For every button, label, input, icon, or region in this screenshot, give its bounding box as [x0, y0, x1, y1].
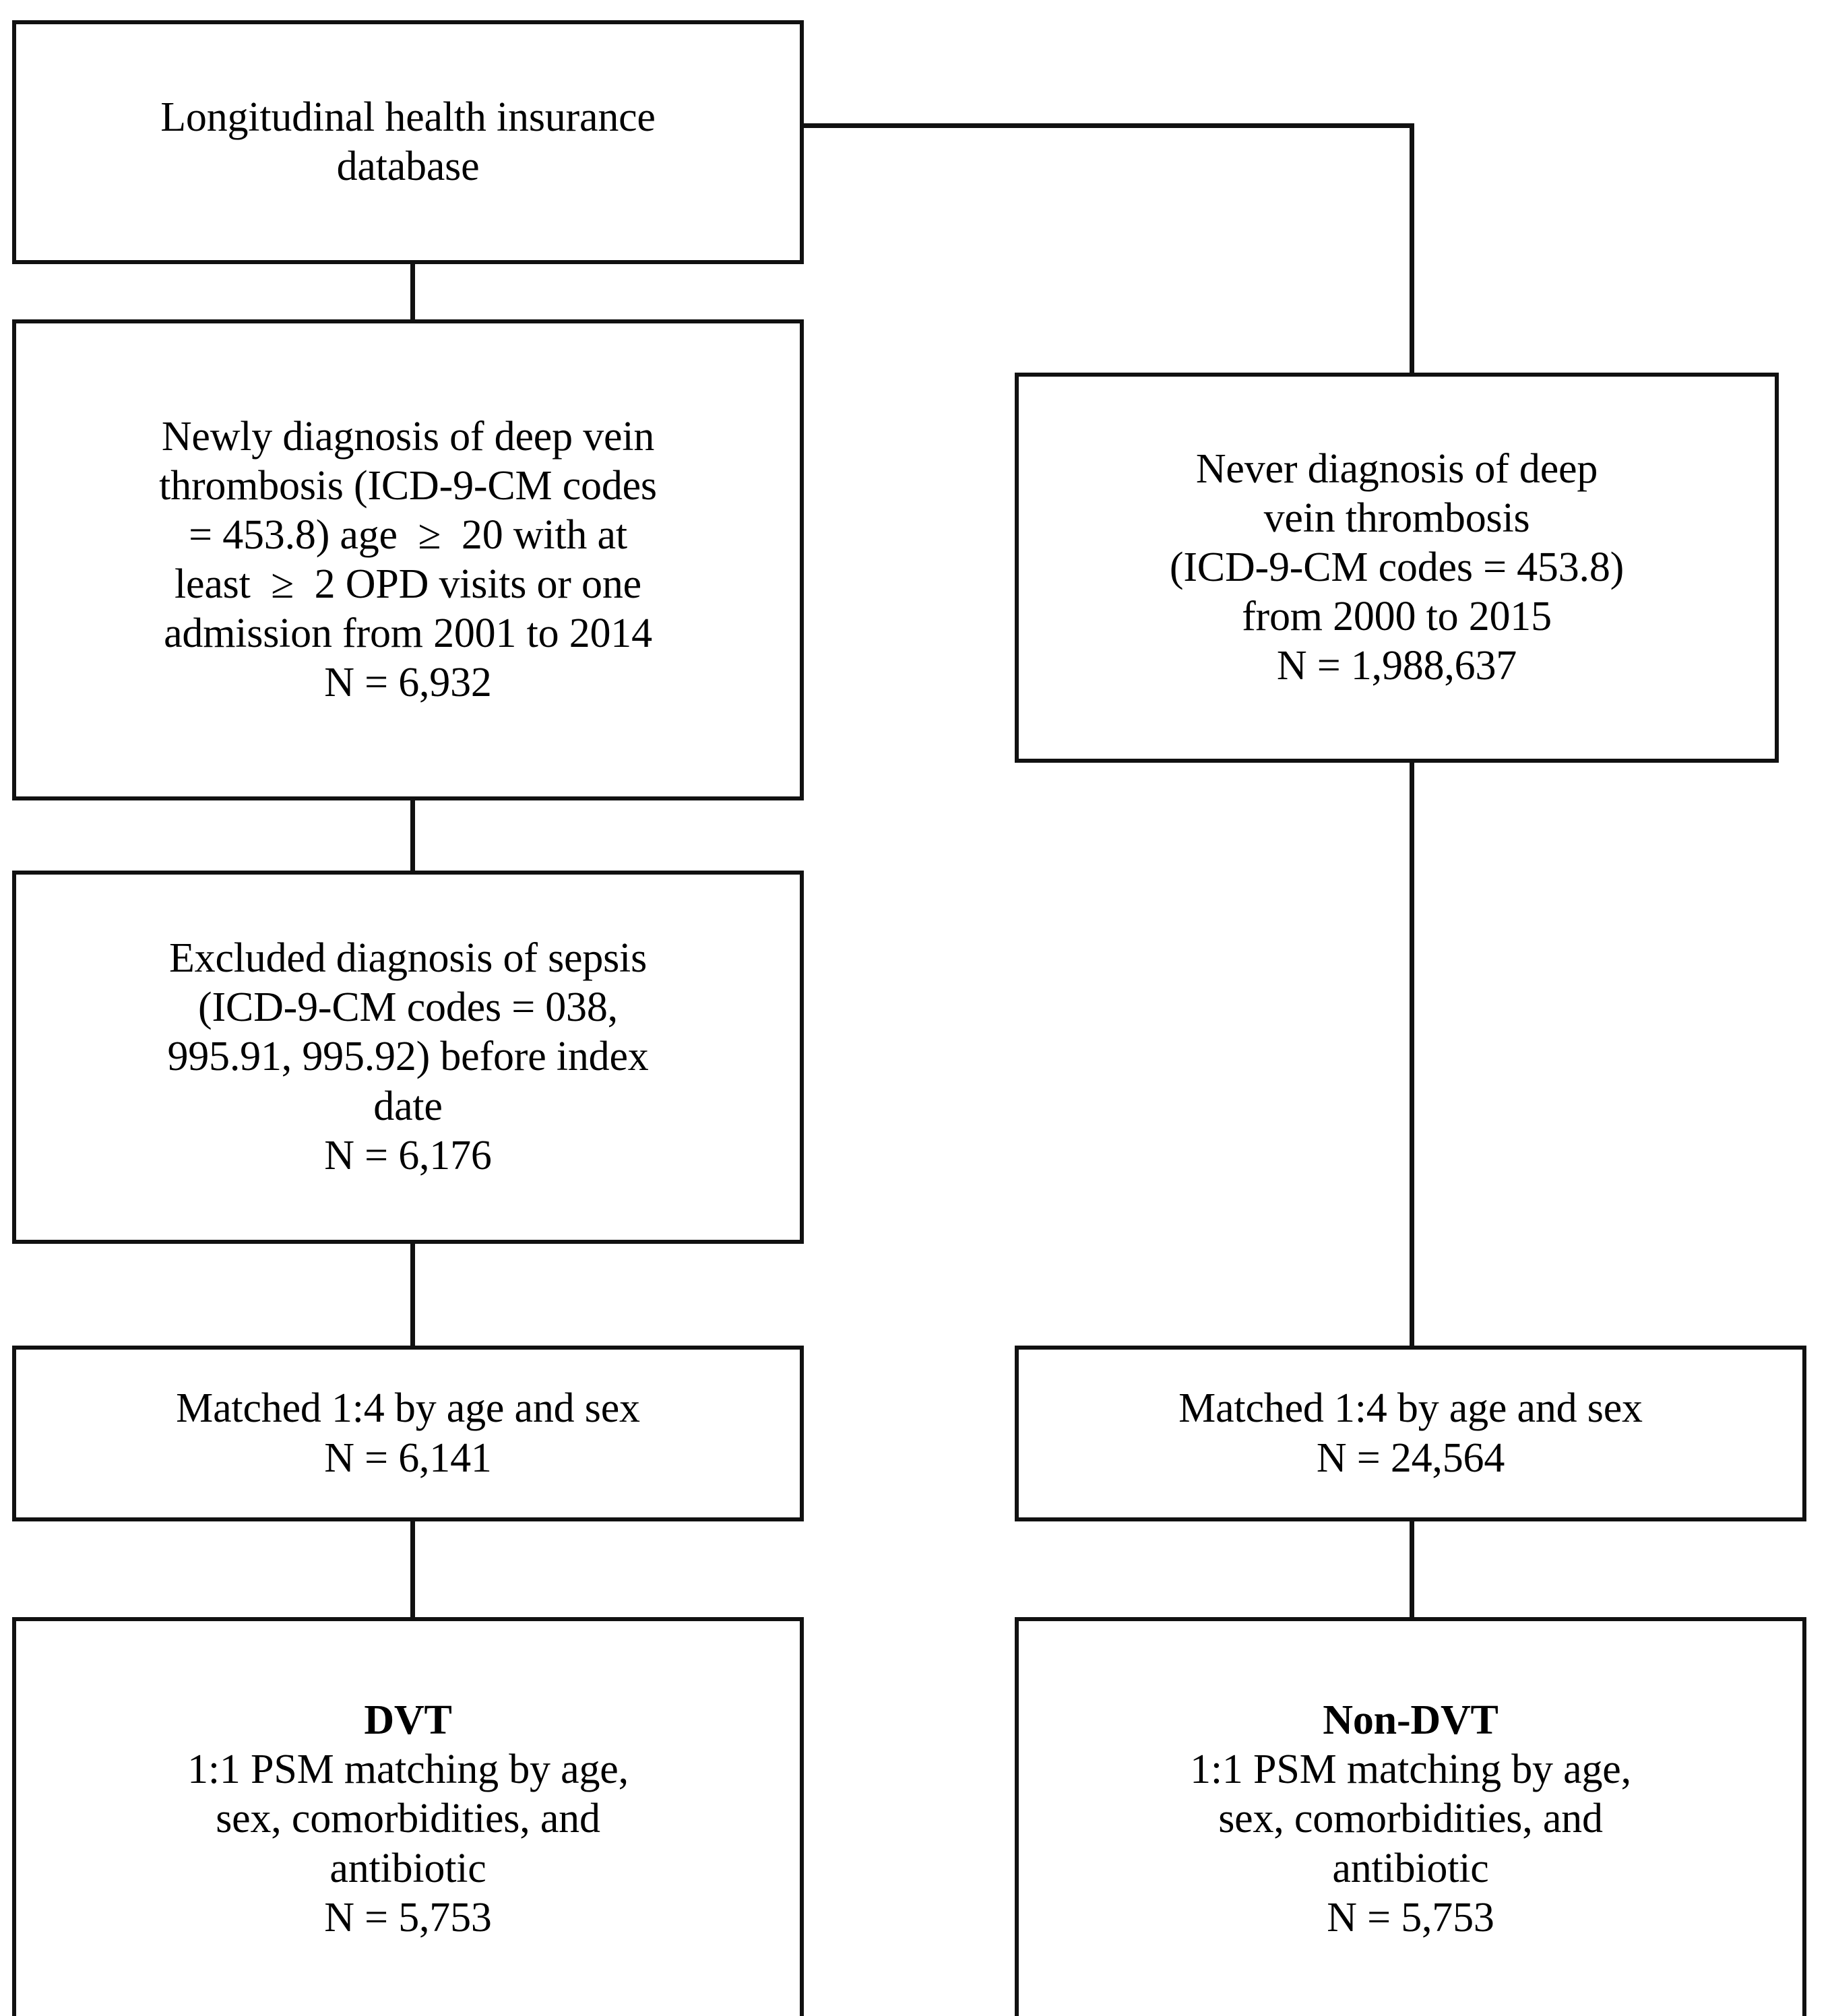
node-dvt-cohort-line-2: = 453.8) age ≥ 20 with at: [189, 511, 627, 558]
node-dvt-cohort-line-4: admission from 2001 to 2014: [164, 610, 652, 657]
node-dvt-cohort-line-1: thrombosis (ICD-9-CM codes: [159, 462, 657, 509]
edge-source-to-non-dvt-vertical: [1410, 123, 1414, 373]
node-matched-right-line-0: Matched 1:4 by age and sex: [1178, 1385, 1643, 1432]
node-sepsis-exclusion[interactable]: Excluded diagnosis of sepsis (ICD-9-CM c…: [12, 871, 804, 1244]
node-non-dvt-cohort-line-3: from 2000 to 2015: [1242, 594, 1552, 640]
node-matched-left[interactable]: Matched 1:4 by age and sex N = 6,141: [12, 1346, 804, 1521]
node-non-dvt-cohort-line-1: vein thrombosis: [1263, 495, 1530, 541]
node-source-database-line-1: database: [336, 144, 480, 189]
node-non-dvt-cohort[interactable]: Never diagnosis of deep vein thrombosis …: [1015, 373, 1779, 763]
node-non-dvt-cohort-line-2: (ICD-9-CM codes = 453.8): [1169, 544, 1624, 590]
node-non-dvt-final[interactable]: Non-DVT 1:1 PSM matching by age, sex, co…: [1015, 1617, 1806, 2016]
node-non-dvt-cohort-line-0: Never diagnosis of deep: [1195, 445, 1598, 492]
edge-non-dvt-cohort-to-matched-right: [1410, 763, 1414, 1349]
node-dvt-final-title: DVT: [364, 1697, 452, 1744]
node-non-dvt-cohort-count: N = 1,988,637: [1276, 643, 1517, 689]
node-dvt-final[interactable]: DVT 1:1 PSM matching by age, sex, comorb…: [12, 1617, 804, 2016]
node-dvt-final-count: N = 5,753: [324, 1894, 492, 1941]
node-dvt-final-line-1: 1:1 PSM matching by age,: [187, 1746, 629, 1793]
node-dvt-cohort[interactable]: Newly diagnosis of deep vein thrombosis …: [12, 319, 804, 800]
edge-matched-right-to-non-dvt-final: [1410, 1517, 1414, 1617]
node-sepsis-exclusion-line-0: Excluded diagnosis of sepsis: [168, 935, 648, 982]
edge-source-to-dvt-cohort: [410, 261, 415, 319]
node-dvt-cohort-count: N = 6,932: [324, 660, 492, 706]
node-dvt-final-line-2: sex, comorbidities, and: [216, 1796, 600, 1842]
node-sepsis-exclusion-line-3: date: [373, 1083, 443, 1129]
node-source-database-line-0: Longitudinal health insurance: [160, 94, 656, 140]
node-non-dvt-final-title: Non-DVT: [1323, 1697, 1498, 1744]
node-source-database[interactable]: Longitudinal health insurance database: [12, 20, 804, 264]
node-matched-right[interactable]: Matched 1:4 by age and sex N = 24,564: [1015, 1346, 1806, 1521]
edge-dvt-cohort-to-sepsis: [410, 800, 415, 871]
node-dvt-cohort-line-3: least ≥ 2 OPD visits or one: [175, 561, 641, 607]
node-non-dvt-final-line-2: sex, comorbidities, and: [1218, 1796, 1603, 1842]
node-sepsis-exclusion-line-2: 995.91, 995.92) before index: [167, 1034, 649, 1080]
node-sepsis-exclusion-line-1: (ICD-9-CM codes = 038,: [198, 984, 618, 1031]
node-sepsis-exclusion-count: N = 6,176: [324, 1132, 492, 1178]
node-non-dvt-final-line-1: 1:1 PSM matching by age,: [1190, 1746, 1631, 1793]
edge-sepsis-to-matched-left: [410, 1244, 415, 1348]
node-dvt-final-line-3: antibiotic: [329, 1845, 486, 1891]
node-matched-right-count: N = 24,564: [1316, 1435, 1505, 1481]
node-non-dvt-final-count: N = 5,753: [1327, 1894, 1494, 1941]
node-non-dvt-final-line-3: antibiotic: [1332, 1845, 1489, 1891]
node-matched-left-line-0: Matched 1:4 by age and sex: [176, 1385, 640, 1432]
node-matched-left-count: N = 6,141: [324, 1435, 492, 1481]
edge-source-to-non-dvt-horizontal: [799, 123, 1414, 128]
node-dvt-cohort-line-0: Newly diagnosis of deep vein: [161, 413, 655, 460]
edge-matched-left-to-dvt-final: [410, 1517, 415, 1617]
